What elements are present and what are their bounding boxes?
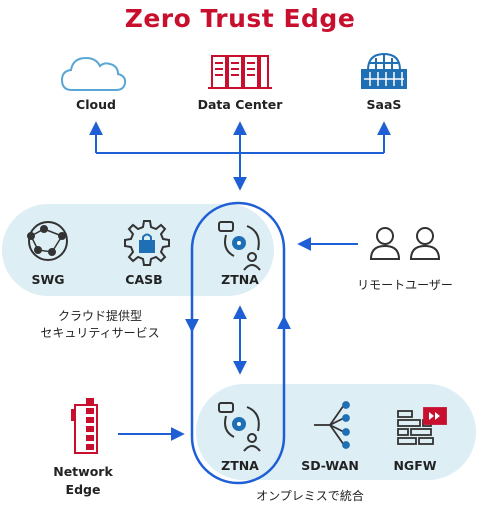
sdwan-icon [314,401,350,449]
swg-label: SWG [31,272,65,287]
casb-label: CASB [125,272,163,287]
network-edge-label-1: Network [53,464,113,479]
ztna-cloud-label: ZTNA [221,272,259,287]
cloud-band-label-2: セキュリティサービス [40,326,160,340]
onprem-band-label: オンプレミスで統合 [256,489,364,503]
casb-icon [124,220,170,266]
cloud-band [2,204,274,296]
cloud-band-label-1: クラウド提供型 [57,309,142,323]
ztna-cloud-icon [218,221,261,271]
cloud-label: Cloud [76,97,116,112]
ztna-onprem-label: ZTNA [221,458,259,473]
onprem-band [196,384,476,480]
saas-icon [361,52,407,89]
datacenter-icon [208,55,272,89]
cloud-icon [60,56,127,91]
datacenter-label: Data Center [197,97,283,112]
ztna-onprem-icon [218,402,261,452]
swg-icon [27,221,68,261]
diagram-title: Zero Trust Edge [124,4,356,33]
network-edge-label-2: Edge [65,482,101,497]
ngfw-icon [397,407,447,445]
top-connector [89,121,391,191]
sdwan-label: SD-WAN [301,458,359,473]
ngfw-label: NGFW [393,458,437,473]
network-edge-icon [71,398,98,454]
remote-user-icon [369,227,441,260]
saas-label: SaaS [366,97,402,112]
remote-user-label: リモートユーザー [357,278,453,292]
